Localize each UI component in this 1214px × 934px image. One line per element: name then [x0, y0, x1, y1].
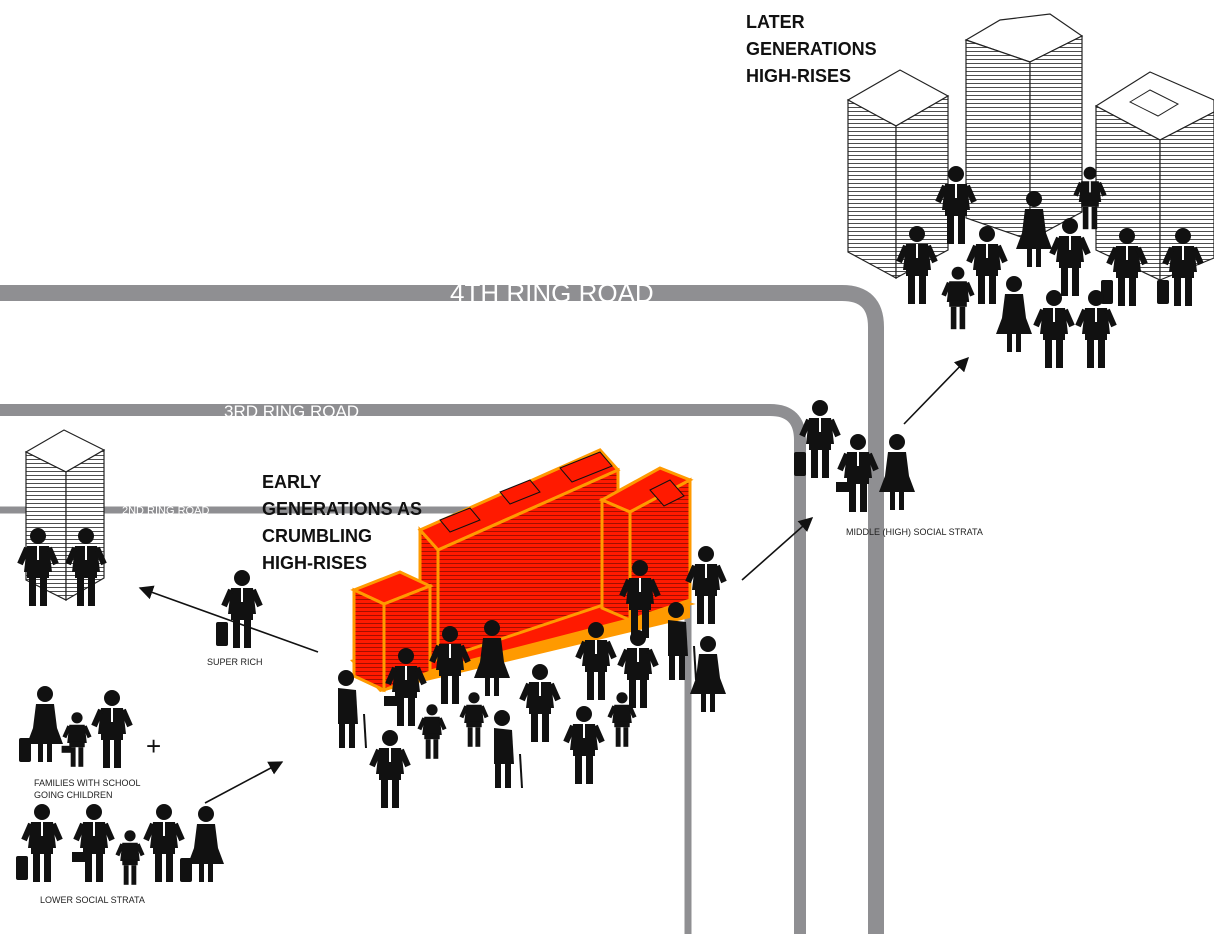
person-icon [384, 648, 427, 726]
woman-icon [690, 636, 726, 712]
early-generations-heading: EARLY GENERATIONS AS CRUMBLING HIGH-RISE… [262, 472, 427, 573]
suitcase-icon [1157, 280, 1169, 304]
child-icon [417, 704, 447, 759]
fourth-ring-road [0, 285, 884, 934]
people-figures [16, 166, 1204, 885]
person-icon [1049, 218, 1091, 296]
person-icon [896, 226, 938, 304]
highrise-icon [350, 570, 434, 693]
arrow-icon [903, 356, 970, 425]
highrise-icon [417, 448, 621, 663]
families-caption-line: GOING CHILDREN [34, 790, 113, 800]
person-icon [794, 400, 841, 478]
woman-icon [879, 434, 915, 510]
briefcase-icon [72, 852, 86, 862]
person-icon [1073, 166, 1107, 230]
person-icon [619, 560, 661, 638]
highrise-icon [964, 13, 1084, 242]
briefcase-icon [384, 696, 398, 706]
person-icon [1157, 228, 1204, 306]
later-generations-heading: LATER GENERATIONS HIGH-RISES [746, 12, 882, 86]
families-caption: FAMILIES WITH SCHOOL GOING CHILDREN [34, 778, 143, 800]
person-icon [143, 804, 185, 882]
second-ring-road-label: 2ND RING ROAD [122, 505, 209, 517]
later-heading-line: LATER [746, 12, 805, 32]
suitcase-icon [16, 856, 28, 880]
briefcase-icon [61, 745, 72, 753]
suitcase-icon [19, 738, 31, 762]
child-icon [61, 712, 92, 767]
person-icon [519, 664, 561, 742]
person-icon [685, 546, 727, 624]
person-icon [617, 630, 659, 708]
suitcase-icon [180, 858, 192, 882]
person-icon [836, 434, 879, 512]
person-icon [65, 528, 107, 606]
highrise-icon [846, 69, 950, 280]
person-icon [91, 690, 133, 768]
person-icon [966, 226, 1008, 304]
woman-icon [1016, 191, 1052, 267]
woman-icon [19, 686, 63, 762]
arrow-icon [204, 761, 284, 804]
suitcase-icon [216, 622, 228, 646]
early-highrise-complex [350, 448, 696, 693]
plus-sign: + [146, 731, 161, 761]
fourth-ring-road-label: 4TH RING ROAD [450, 278, 654, 308]
briefcase-icon [836, 482, 850, 492]
migration-arrows [138, 356, 970, 804]
child-icon [115, 830, 145, 885]
elder-with-cane-icon [668, 602, 697, 681]
later-heading-line: GENERATIONS [746, 39, 877, 59]
third-ring-road [0, 404, 806, 934]
elder-with-cane-icon [494, 710, 523, 789]
person-icon [429, 626, 471, 704]
person-icon [1075, 290, 1117, 368]
suitcase-icon [794, 452, 806, 476]
early-heading-line: HIGH-RISES [262, 553, 367, 573]
person-icon [369, 730, 411, 808]
super-rich-caption: SUPER RICH [207, 657, 263, 667]
third-ring-road-label: 3RD RING ROAD [224, 402, 359, 421]
early-heading-line: CRUMBLING [262, 526, 372, 546]
person-icon [1101, 228, 1148, 306]
woman-icon [996, 276, 1032, 352]
middle-high-strata-caption: MIDDLE (HIGH) SOCIAL STRATA [846, 527, 983, 537]
child-icon [459, 692, 489, 747]
person-icon [17, 528, 59, 606]
woman-icon [180, 806, 224, 882]
person-icon [935, 166, 977, 244]
arrow-icon [138, 585, 319, 653]
arrow-icon [741, 517, 814, 581]
child-icon [941, 266, 975, 330]
person-icon [575, 622, 617, 700]
families-caption-line: FAMILIES WITH SCHOOL [34, 778, 141, 788]
lower-strata-caption: LOWER SOCIAL STRATA [40, 895, 145, 905]
person-icon [563, 706, 605, 784]
woman-icon [474, 620, 510, 696]
elder-with-cane-icon [338, 670, 367, 749]
early-heading-line: EARLY [262, 472, 321, 492]
later-highrise-cluster [846, 13, 1214, 281]
person-icon [216, 570, 263, 648]
later-heading-line: HIGH-RISES [746, 66, 851, 86]
child-icon [607, 692, 637, 747]
early-heading-line: GENERATIONS AS [262, 499, 422, 519]
person-icon [72, 804, 115, 882]
person-icon [1033, 290, 1075, 368]
person-icon [16, 804, 63, 882]
